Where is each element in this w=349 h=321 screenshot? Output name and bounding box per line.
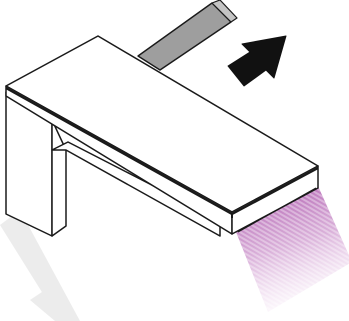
lever-handle bbox=[137, 0, 238, 71]
faucet-body bbox=[5, 35, 319, 237]
spout-outlet bbox=[237, 187, 317, 233]
arrow-up-right-icon bbox=[227, 35, 287, 87]
watermark bbox=[0, 210, 80, 321]
rim-edge bbox=[5, 86, 319, 218]
